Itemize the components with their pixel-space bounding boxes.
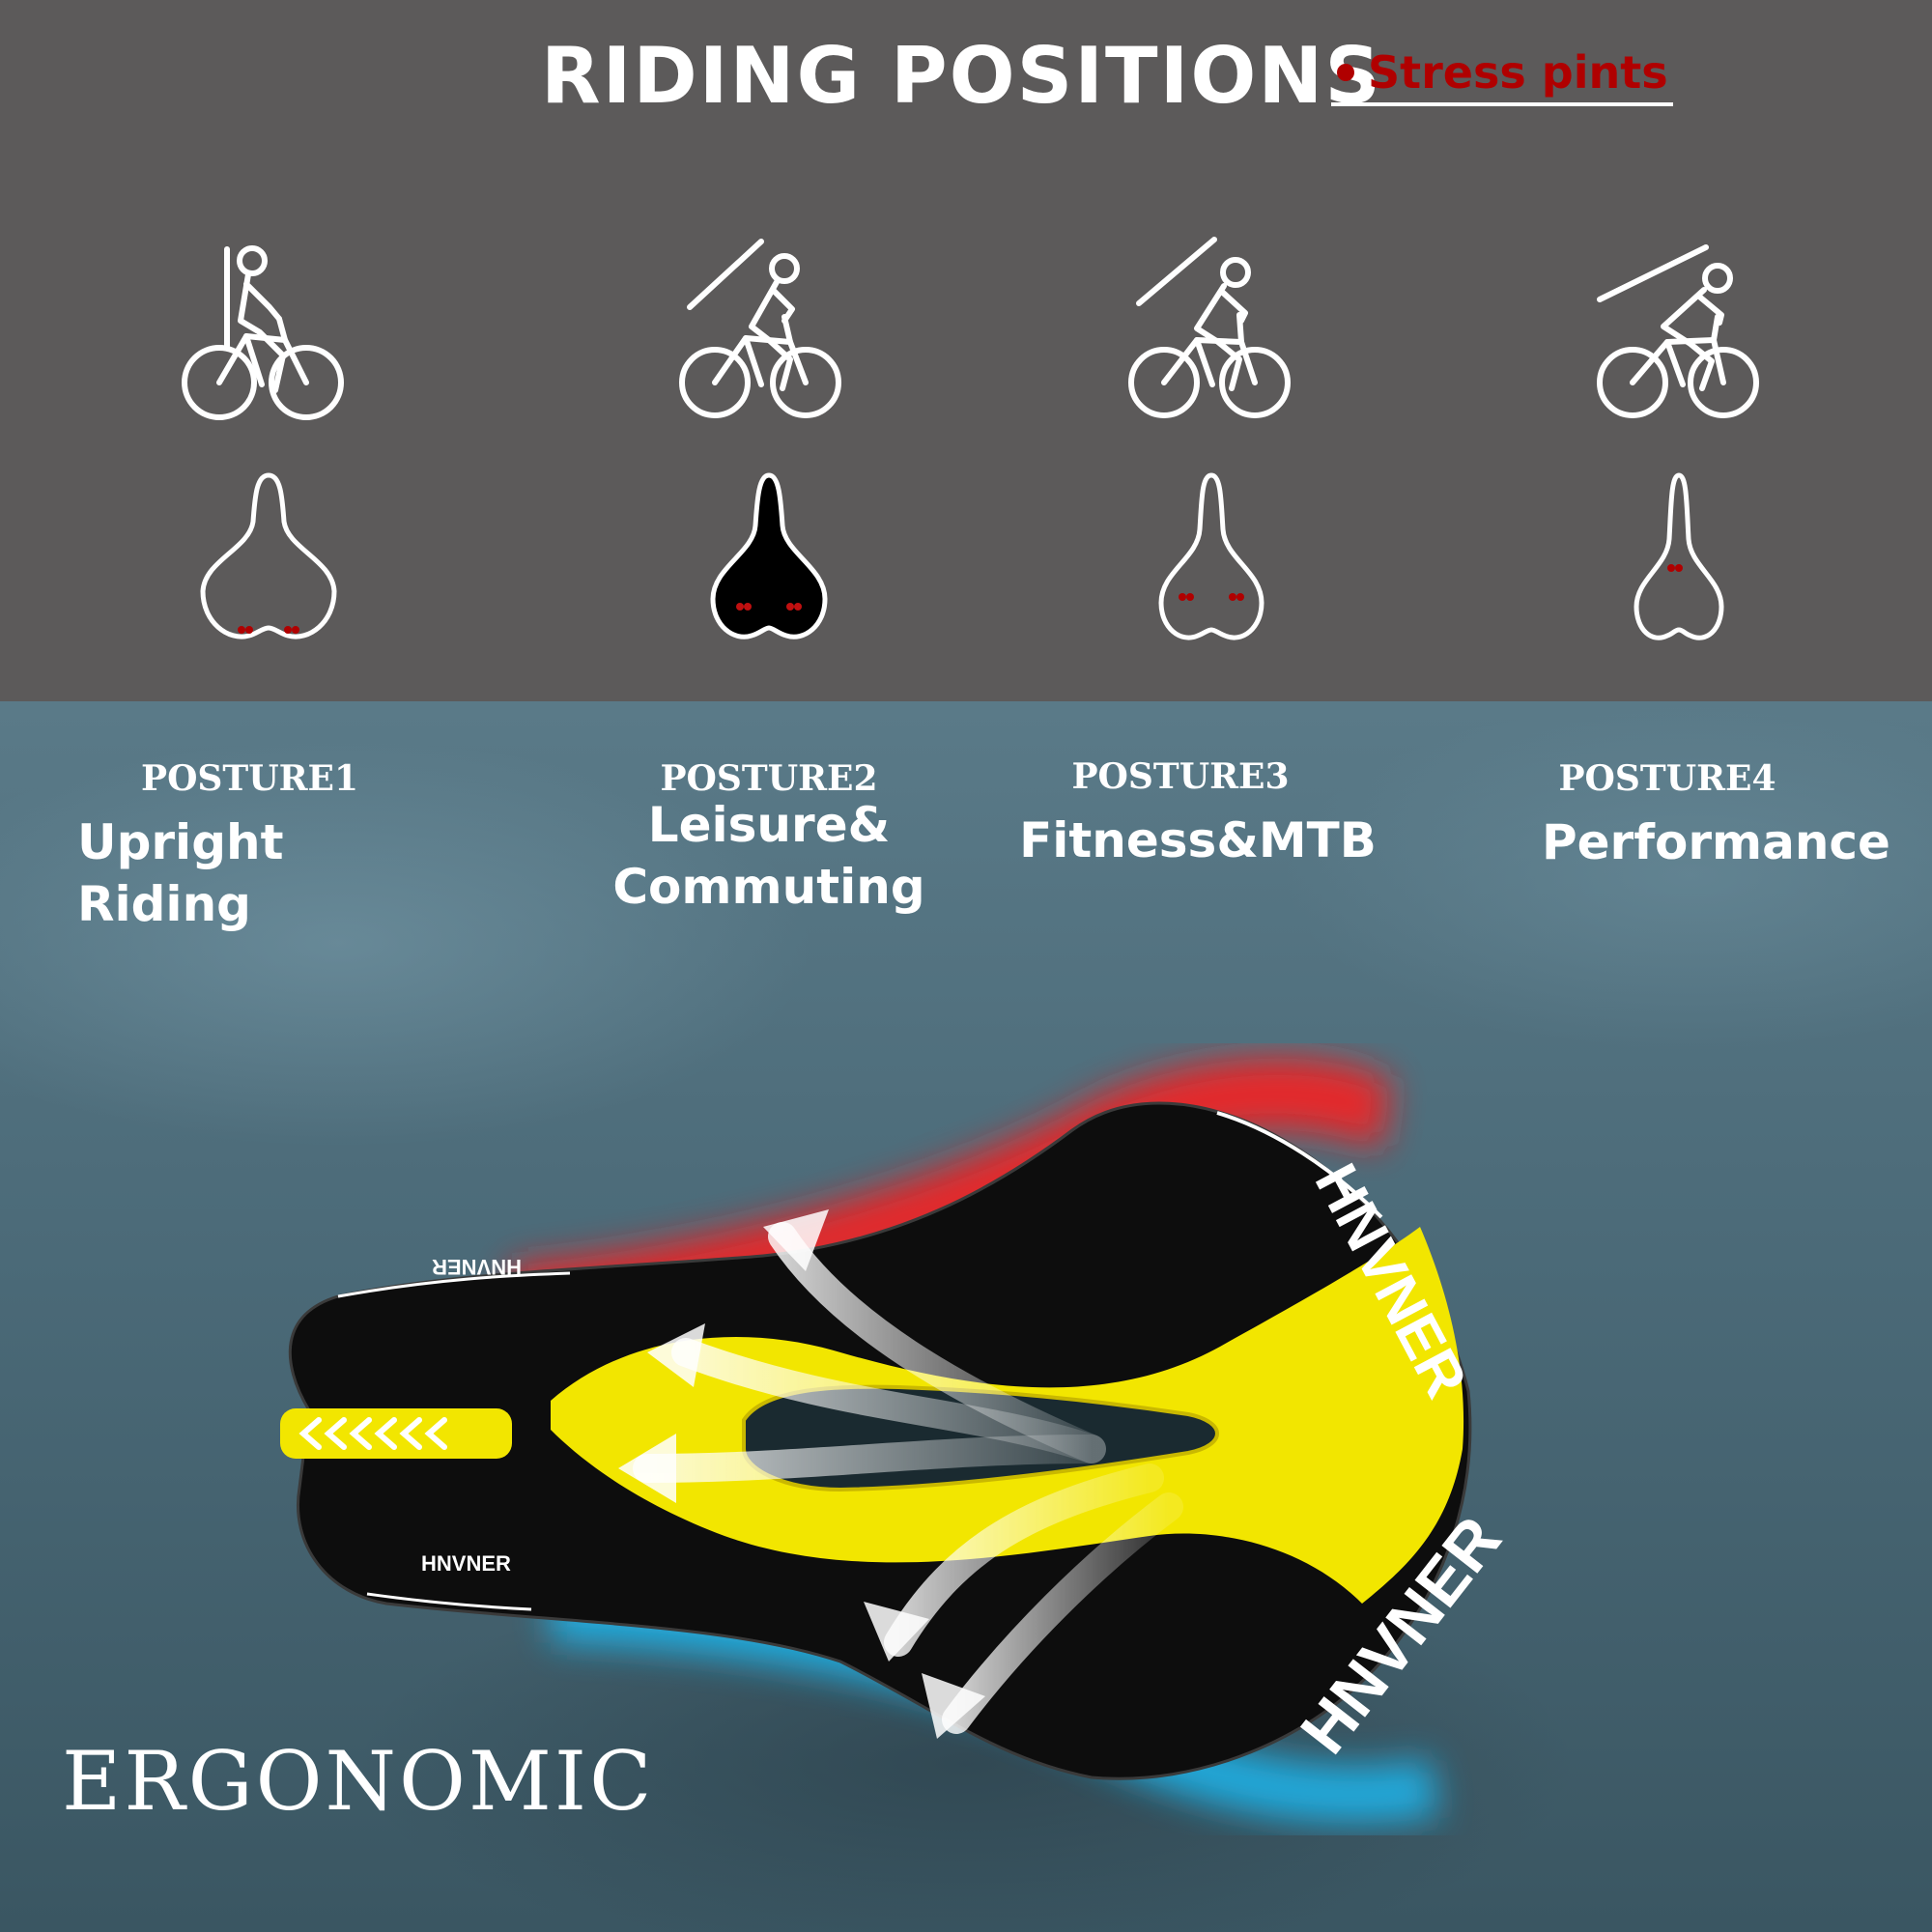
- nose-reflector: [280, 1408, 512, 1459]
- posture-1: POSTURE1 Upright Riding: [66, 757, 471, 935]
- stress-point-dot-icon: [1337, 63, 1354, 81]
- airflow-arrows-icon: [633, 1222, 1183, 1734]
- brand-logo-nose-top: HNVNER: [432, 1255, 522, 1279]
- posture-number: POSTURE3: [1071, 756, 1290, 797]
- posture-name: Fitness&MTB: [1019, 812, 1377, 868]
- brand-logo-nose-bottom: HNVNER: [421, 1551, 511, 1576]
- saddle-outline-icon: [1634, 472, 1724, 640]
- cyclist-upright-icon: [182, 245, 344, 420]
- arrowhead-icons: [618, 1209, 985, 1739]
- cyclist-performance-icon: [1597, 244, 1759, 418]
- saddle-outline-icon: [1158, 472, 1264, 640]
- posture-3: POSTURE3 Fitness&MTB: [978, 755, 1383, 871]
- posture-4: POSTURE4 Performance: [1464, 757, 1890, 873]
- posture-number: POSTURE2: [660, 758, 878, 799]
- ergonomic-caption: ERGONOMIC: [62, 1734, 655, 1829]
- posture-number: POSTURE4: [1558, 758, 1776, 799]
- cyclist-fitness-icon: [1128, 237, 1291, 418]
- saddle-filled-icon: [710, 472, 828, 639]
- posture-2: POSTURE2 Leisure& Commuting: [566, 757, 972, 918]
- posture-name-line1: Leisure&: [647, 797, 891, 853]
- cyclist-leisure-icon: [679, 239, 841, 418]
- stress-points-legend: Stress pints: [1331, 46, 1673, 106]
- saddle-product-image: HNVNER HNVNER HNVNER HNVNER: [280, 1058, 1516, 1824]
- posture-name: Upright Riding: [77, 814, 284, 932]
- legend-label: Stress pints: [1368, 46, 1668, 99]
- saddle-outline-icon: [200, 472, 337, 639]
- posture-name: Performance: [1542, 814, 1890, 870]
- page-title: RIDING POSITIONS: [541, 31, 1382, 121]
- posture-name-line2: Commuting: [612, 859, 925, 915]
- posture-number: POSTURE1: [141, 758, 359, 799]
- chevron-arrows-icon: [298, 1417, 447, 1450]
